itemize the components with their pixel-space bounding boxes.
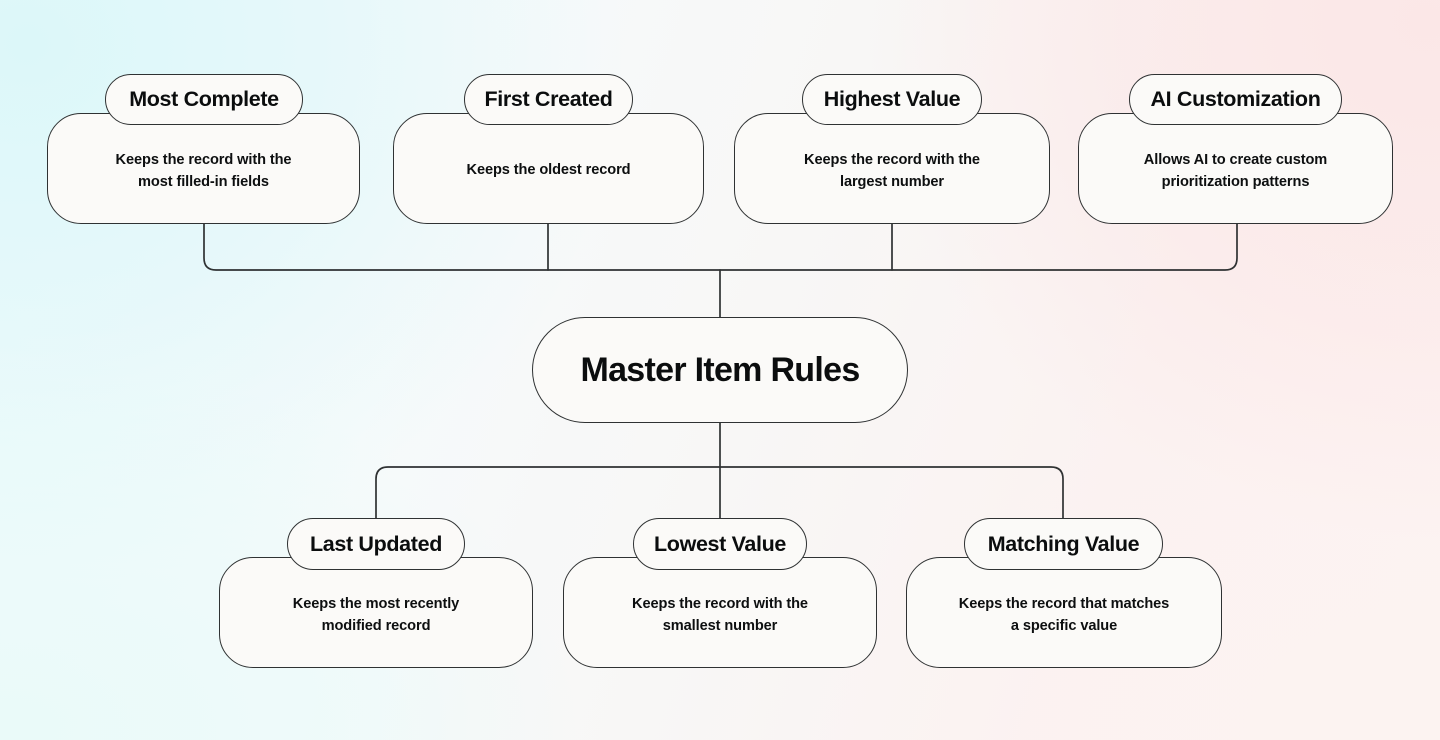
- card-title-ai-customization[interactable]: AI Customization: [1129, 74, 1342, 125]
- card-body-first-created: Keeps the oldest record: [393, 113, 704, 224]
- card-description-lowest-value: Keeps the record with the smallest numbe…: [632, 596, 808, 634]
- card-description-highest-value: Keeps the record with the largest number: [804, 152, 980, 190]
- card-description-last-updated: Keeps the most recently modified record: [292, 596, 460, 634]
- card-body-matching-value: Keeps the record that matches a specific…: [906, 557, 1222, 668]
- card-title-lowest-value[interactable]: Lowest Value: [633, 518, 807, 570]
- edge-top-bus: [203, 223, 1238, 271]
- card-title-most-complete[interactable]: Most Complete: [105, 74, 303, 125]
- card-description-matching-value: Keeps the record that matches a specific…: [958, 596, 1170, 634]
- card-body-highest-value: Keeps the record with the largest number: [734, 113, 1050, 224]
- card-description-first-created: Keeps the oldest record: [466, 162, 631, 178]
- card-body-ai-customization: Allows AI to create custom prioritizatio…: [1078, 113, 1393, 224]
- card-title-matching-value[interactable]: Matching Value: [964, 518, 1163, 570]
- card-description-most-complete: Keeps the record with the most filled-in…: [115, 152, 292, 190]
- card-body-most-complete: Keeps the record with the most filled-in…: [47, 113, 360, 224]
- card-title-first-created[interactable]: First Created: [464, 74, 633, 125]
- card-title-last-updated[interactable]: Last Updated: [287, 518, 465, 570]
- card-body-last-updated: Keeps the most recently modified record: [219, 557, 533, 668]
- card-body-lowest-value: Keeps the record with the smallest numbe…: [563, 557, 877, 668]
- card-description-ai-customization: Allows AI to create custom prioritizatio…: [1143, 152, 1328, 190]
- center-node-master-item-rules[interactable]: Master Item Rules: [532, 317, 908, 423]
- edge-bottom-bus: [375, 466, 1064, 519]
- card-title-highest-value[interactable]: Highest Value: [802, 74, 982, 125]
